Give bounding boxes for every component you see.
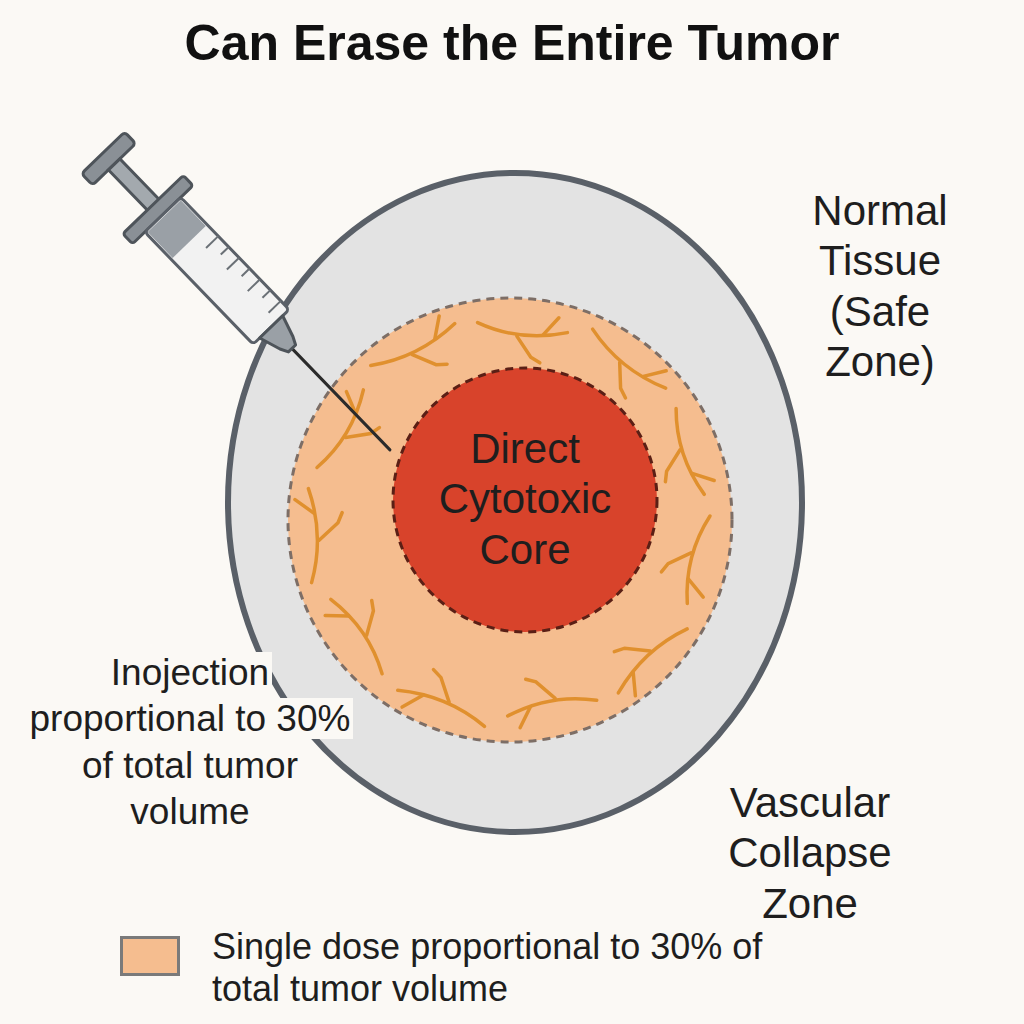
zone-outline [288, 298, 732, 742]
vessel-branch [319, 513, 342, 541]
vessel-branch [661, 553, 691, 572]
vessel-branch [665, 450, 680, 482]
tick-mark [227, 258, 239, 270]
vessel [398, 690, 485, 726]
vessel [371, 324, 455, 366]
tick-mark [269, 301, 281, 313]
vessel-branch [520, 707, 530, 728]
vessel [331, 599, 382, 673]
vessel-branch [643, 371, 666, 377]
vessel [308, 489, 317, 583]
zone-label-text: Normal Tissue (Safe Zone) [809, 187, 950, 385]
vessel-branch [434, 670, 450, 703]
tick-mark [242, 269, 250, 277]
tick-mark [248, 279, 260, 291]
vessel [317, 390, 363, 468]
vessel-branch [346, 428, 380, 438]
vessel-branch [614, 648, 650, 652]
blood-vessels [295, 316, 714, 728]
tick-mark [206, 236, 218, 248]
zone-label-text: Direct Cytotoxic Core [439, 425, 612, 573]
vessel-branch [412, 355, 447, 365]
vessel-branch [620, 363, 626, 399]
zone-label: Vascular Collapse Zone [705, 778, 915, 929]
vessel [618, 629, 687, 693]
vessel-branch [346, 392, 355, 413]
legend-text: Single dose proportional to 30% of total… [212, 926, 832, 1011]
zone-label: Normal Tissue (Safe Zone) [785, 186, 975, 388]
zone-outline [393, 368, 657, 632]
diagram-title: Can Erase the Entire Tumor [0, 14, 1024, 72]
vessel-branch [633, 673, 635, 696]
injection-note: Inojection proportional to 30% of total … [22, 650, 358, 835]
vessel-branch [325, 614, 348, 618]
vessel-branch [367, 600, 374, 635]
legend-swatch [120, 936, 180, 976]
vessel [593, 329, 666, 388]
injection-note-text: Inojection proportional to 30% of total … [27, 652, 354, 832]
vessel-branch [435, 316, 439, 339]
vessel [508, 699, 597, 716]
vessel-branch [689, 579, 704, 597]
tick-mark [262, 290, 270, 298]
vessel-branch [526, 679, 556, 698]
vascular-collapse-zone: Vascular Collapse ZoneDirect Cytotoxic C… [285, 295, 735, 745]
vessel-branch [295, 500, 314, 514]
vessel-branch [402, 695, 422, 707]
vessel [687, 516, 710, 604]
vessel-branch [543, 318, 559, 335]
vessel-branch [692, 473, 714, 480]
cytotoxic-core: Direct Cytotoxic Core [390, 365, 660, 635]
vessel-branch [517, 336, 540, 363]
zone-label: Direct Cytotoxic Core [405, 424, 645, 575]
tick-mark [221, 247, 229, 255]
zone-label-text: Vascular Collapse Zone [728, 779, 891, 927]
